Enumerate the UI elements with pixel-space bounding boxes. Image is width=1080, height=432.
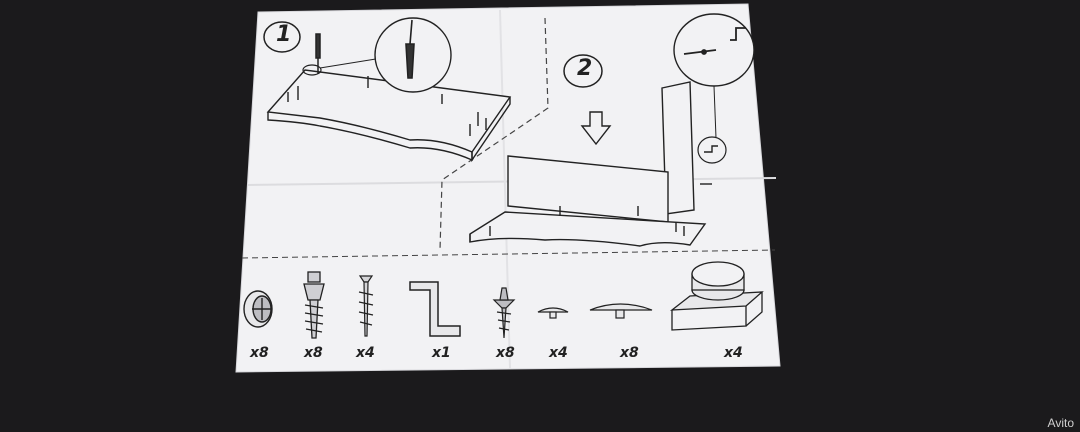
bolt-qty: x8 — [304, 345, 323, 361]
large-cap-qty: x8 — [620, 345, 639, 361]
parts-divider — [241, 249, 776, 259]
detail-marker — [302, 64, 322, 76]
wood-screw-icon — [492, 287, 516, 339]
avito-watermark: Avito — [1047, 416, 1074, 430]
step-1-shelf-drawing — [266, 69, 512, 163]
confirmat-screw-icon — [358, 275, 374, 337]
detail-leader — [713, 85, 717, 139]
zoom-screwdriver-icon — [405, 19, 415, 79]
large-cap-icon — [589, 303, 653, 319]
hex-key-icon — [409, 281, 461, 337]
hex-key-qty: x1 — [432, 345, 451, 361]
cam-bolt-icon — [303, 271, 325, 339]
step-divider — [439, 17, 549, 251]
small-cap-icon — [537, 307, 569, 319]
step-2-circle — [563, 54, 603, 88]
small-cap-qty: x4 — [549, 345, 568, 361]
wood-screw-qty: x8 — [496, 345, 515, 361]
small-hex-key-icon — [704, 145, 718, 153]
step-1-circle — [263, 21, 301, 53]
step-2-number: 2 — [577, 56, 593, 81]
detail-leader — [319, 57, 383, 69]
down-arrow-icon — [580, 111, 612, 146]
step-1-number: 1 — [276, 22, 292, 47]
cam-lock-icon — [243, 290, 273, 328]
cam-lock-qty: x8 — [250, 345, 269, 361]
bracket-qty: x4 — [724, 345, 743, 361]
step-2-assembly-drawing — [469, 81, 712, 247]
zoom-hex-key-icon — [683, 27, 746, 55]
fold-line — [499, 9, 511, 369]
screw-qty: x4 — [356, 345, 375, 361]
shelf-bracket-icon — [669, 261, 764, 331]
